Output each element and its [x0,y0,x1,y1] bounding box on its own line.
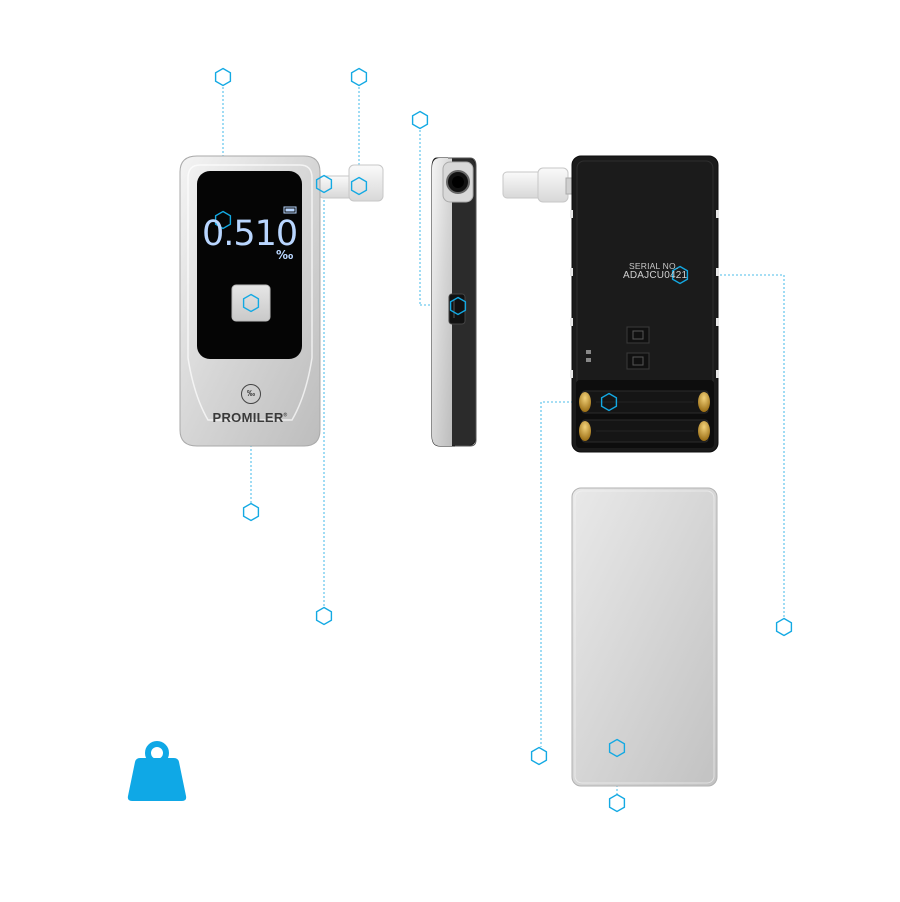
lcd-screen [197,171,302,359]
brand-name: PROMILER [212,410,284,425]
device-back-view [502,155,719,453]
weight-icon [127,741,187,801]
test-button [231,284,271,322]
hexagon-icon [608,793,626,813]
permille-logo: ‰ [241,384,261,404]
serial-value: ADAJCU0421 [623,270,688,281]
hexagon-icon [214,67,232,87]
battery-cover [571,487,718,787]
callout-lines [222,87,785,795]
display-reading: 0.510 [202,214,298,254]
brand-mark: ® [283,412,288,419]
hexagon-icon [242,502,260,522]
device-side-view [431,157,477,447]
hexagon-icon [775,617,793,637]
display-unit: ‰ [276,248,294,262]
hexagon-icon [411,110,429,130]
brand-logo: PROMILER® [188,410,312,425]
hexagon-icon [350,67,368,87]
hexagon-icon [530,746,548,766]
hexagon-icon [315,606,333,626]
serial-label: SERIAL NO. [629,261,679,271]
device-front-view [179,155,384,447]
